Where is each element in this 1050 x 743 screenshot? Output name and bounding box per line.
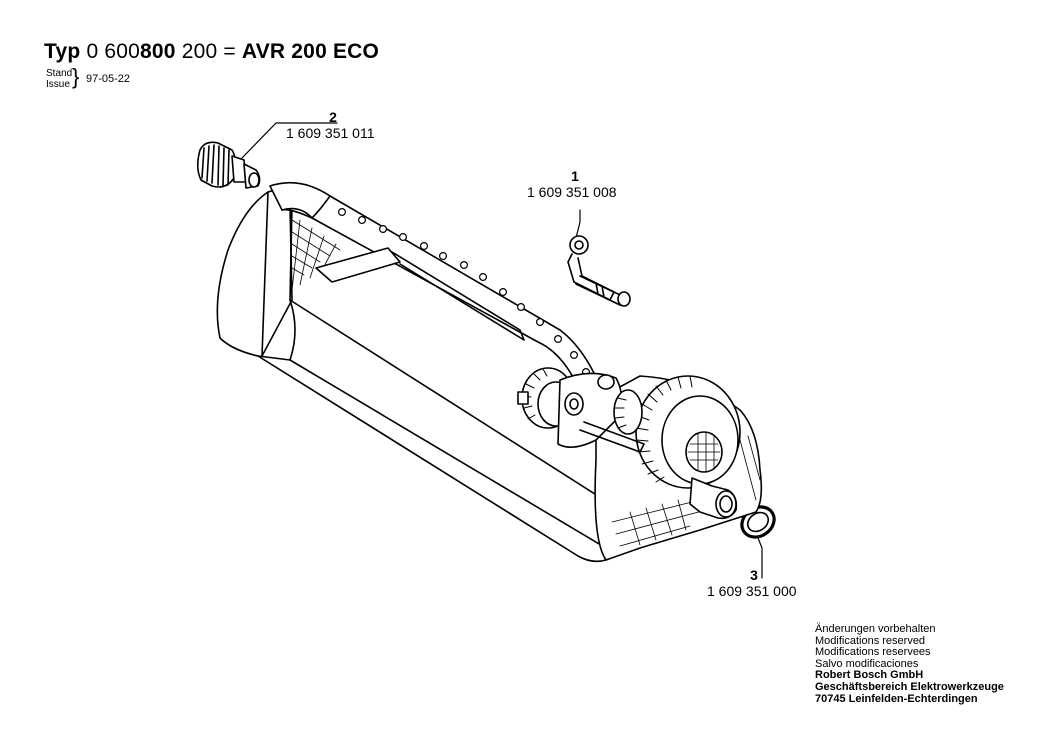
note-line: Salvo modificaciones [815, 657, 919, 670]
title-number-2: 800 [140, 40, 176, 63]
nozzle-connector-icon [196, 141, 261, 189]
company-name: Robert Bosch GmbH [815, 669, 924, 682]
brace-icon: } [72, 64, 80, 89]
title-equals: = [223, 40, 236, 63]
stand-label: Stand [46, 68, 73, 79]
issue-label: Issue [46, 79, 70, 90]
part-2-part-number: 1 609 351 011 [286, 125, 375, 141]
title-typ: Typ [44, 40, 81, 63]
leader-lines [241, 122, 763, 579]
note-line: Modifications reserved [815, 634, 926, 647]
part-3-part-number: 1 609 351 000 [707, 583, 797, 599]
stand-issue-label: Stand Issue [46, 68, 72, 90]
footer-notes: Änderungen vorbehalten Modifications res… [815, 623, 1004, 705]
issue-date: 97-05-22 [86, 73, 131, 85]
part-1-number: 1 [571, 168, 579, 184]
title-number-1: 0 600 [86, 40, 140, 63]
company-division: Geschäftsbereich Elektrowerkzeuge [815, 680, 1004, 693]
company-address: 70745 Leinfelden-Echterdingen [815, 692, 978, 705]
page-title: Typ 0 600800 200 = AVR 200 ECO [44, 40, 379, 64]
part-2-number: 2 [329, 109, 337, 125]
note-line: Modifications reservees [815, 646, 931, 659]
part-1-part-number: 1 609 351 008 [527, 184, 617, 200]
sprinkler-body-icon [216, 181, 763, 563]
note-line: Änderungen vorbehalten [815, 623, 936, 635]
title-model: AVR 200 ECO [241, 40, 380, 63]
cleaning-pin-icon [567, 235, 631, 307]
part-3-number: 3 [750, 567, 758, 583]
title-number-3: 200 [181, 40, 218, 63]
